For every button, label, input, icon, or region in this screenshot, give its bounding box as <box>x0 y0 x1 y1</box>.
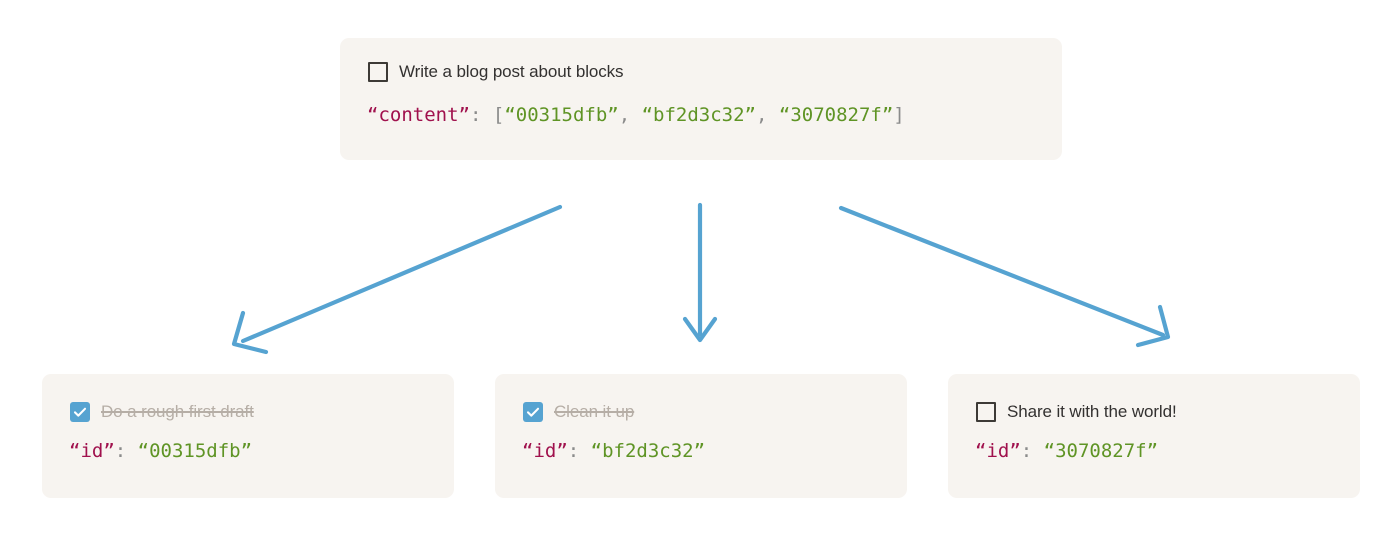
json-space <box>481 104 492 126</box>
child-block-card-2[interactable]: Clean it up “id”: “bf2d3c32” <box>495 374 907 498</box>
json-key: “content” <box>367 104 470 126</box>
json-value: “00315dfb” <box>137 440 253 462</box>
child-json-line-3: “id”: “3070827f” <box>975 440 1158 462</box>
json-separator-1: , <box>755 104 779 126</box>
arrow-to-first-child <box>231 204 563 355</box>
root-json-line: “content”: [“00315dfb”, “bf2d3c32”, “307… <box>367 104 905 126</box>
arrow-to-third-child <box>838 205 1171 348</box>
json-space <box>579 440 590 462</box>
json-space <box>1032 440 1043 462</box>
json-array-value-1: “bf2d3c32” <box>641 104 756 126</box>
child-block-card-1[interactable]: Do a rough first draft “id”: “00315dfb” <box>42 374 454 498</box>
child-block-card-3[interactable]: Share it with the world! “id”: “3070827f… <box>948 374 1360 498</box>
json-separator-0: , <box>618 104 642 126</box>
checkbox-unchecked-icon[interactable] <box>368 62 388 82</box>
json-key: “id” <box>69 440 115 462</box>
child-task-row-1[interactable]: Do a rough first draft <box>70 402 254 422</box>
json-space <box>126 440 137 462</box>
json-value: “bf2d3c32” <box>590 440 706 462</box>
json-bracket-close: ] <box>893 104 905 126</box>
json-colon: : <box>567 440 580 462</box>
json-array-value-0: “00315dfb” <box>504 104 619 126</box>
json-colon: : <box>114 440 127 462</box>
root-task-label: Write a blog post about blocks <box>399 62 624 81</box>
checkbox-unchecked-icon[interactable] <box>976 402 996 422</box>
child-task-label-3: Share it with the world! <box>1007 402 1177 421</box>
json-value: “3070827f” <box>1043 440 1159 462</box>
json-key: “id” <box>975 440 1021 462</box>
checkbox-checked-icon[interactable] <box>70 402 90 422</box>
checkbox-checked-icon[interactable] <box>523 402 543 422</box>
child-task-label-1: Do a rough first draft <box>101 402 254 421</box>
json-array-value-2: “3070827f” <box>778 104 894 126</box>
json-colon: : <box>469 104 482 126</box>
root-task-row[interactable]: Write a blog post about blocks <box>368 62 624 82</box>
json-colon: : <box>1020 440 1033 462</box>
child-json-line-2: “id”: “bf2d3c32” <box>522 440 705 462</box>
child-json-line-1: “id”: “00315dfb” <box>69 440 252 462</box>
json-key: “id” <box>522 440 568 462</box>
json-bracket-open: [ <box>492 104 505 126</box>
arrow-to-second-child <box>682 202 718 343</box>
child-task-row-3[interactable]: Share it with the world! <box>976 402 1177 422</box>
child-task-label-2: Clean it up <box>554 402 635 421</box>
child-task-row-2[interactable]: Clean it up <box>523 402 634 422</box>
root-block-card[interactable]: Write a blog post about blocks “content”… <box>340 38 1062 160</box>
